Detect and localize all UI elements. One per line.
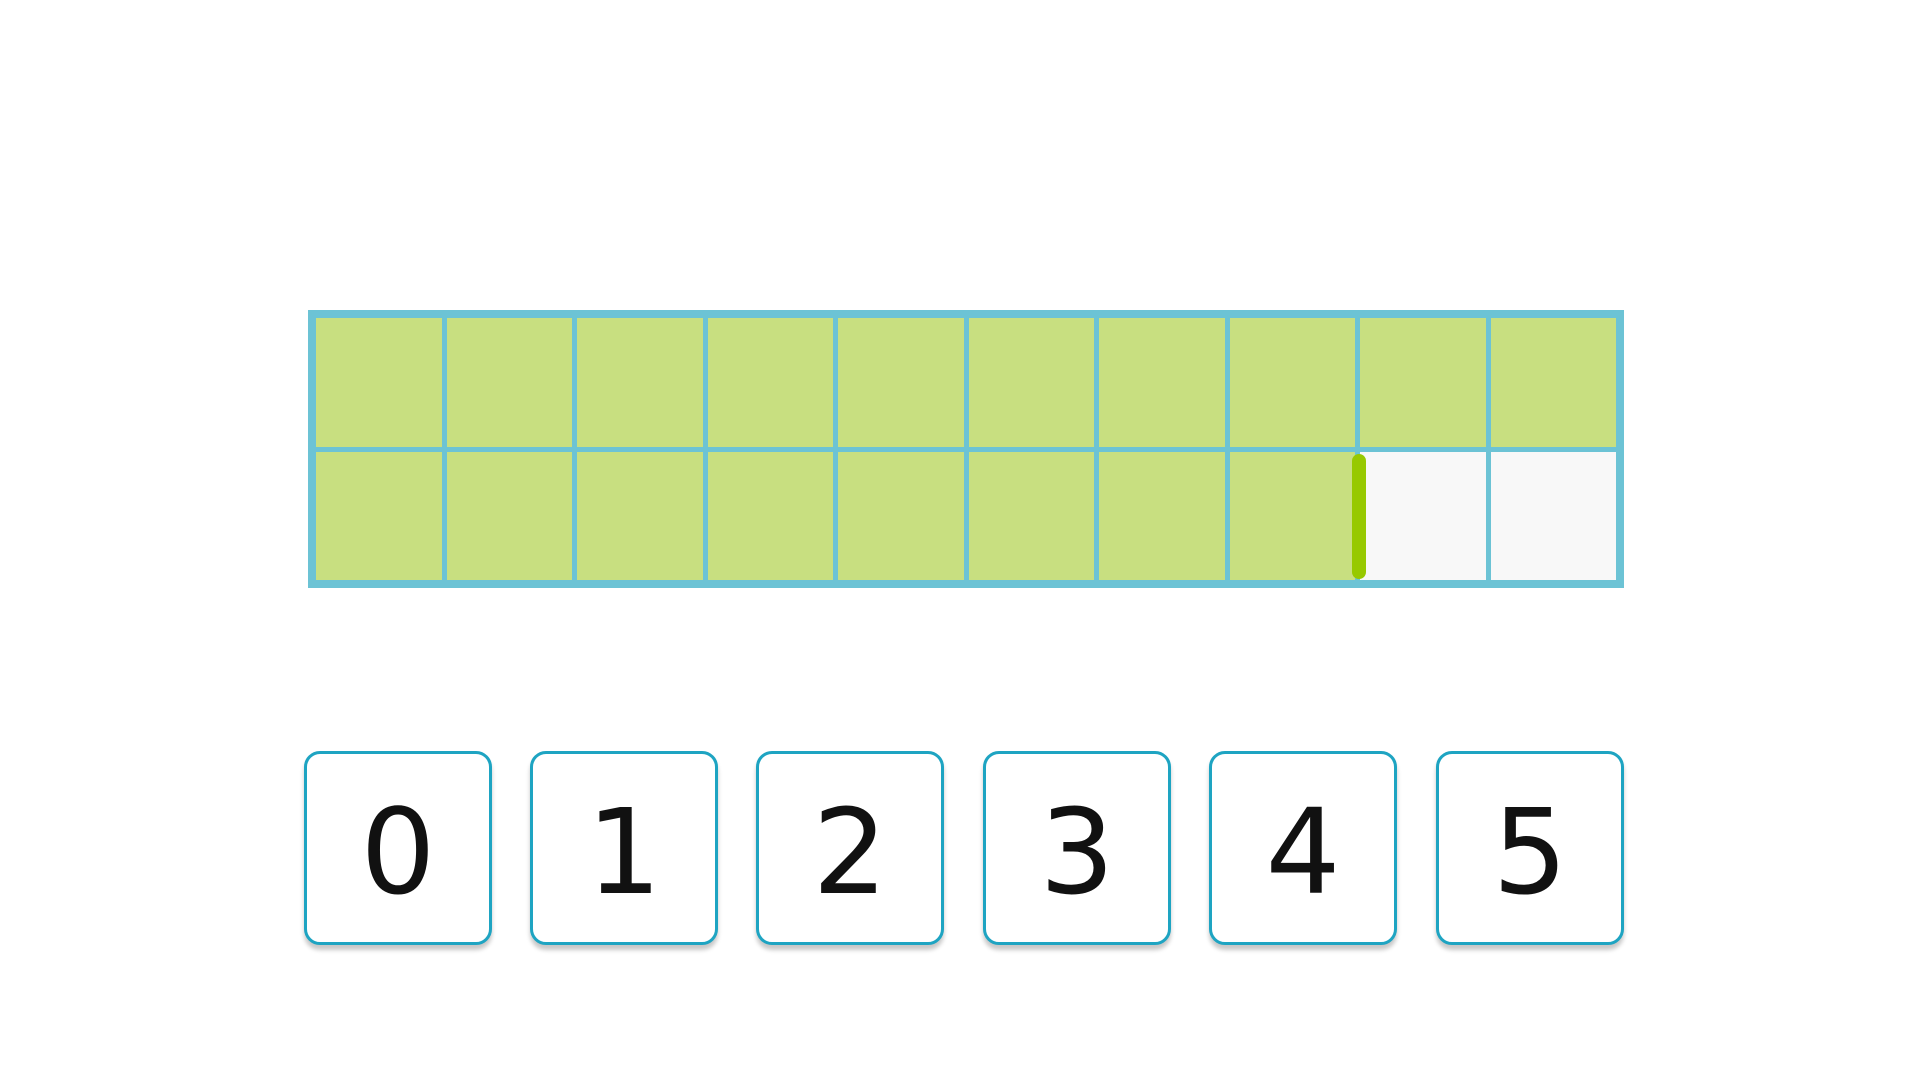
frame-cell-filled	[1360, 318, 1486, 447]
answer-tile-label: 2	[812, 783, 888, 921]
frame-cell-filled	[968, 451, 1094, 580]
answer-tile-5[interactable]: 5	[1436, 751, 1624, 945]
frame-cell-filled	[1099, 451, 1225, 580]
frame-cell-filled	[968, 318, 1094, 447]
frame-cell-filled	[316, 318, 442, 447]
frame-cell-filled	[838, 318, 964, 447]
frame-cell-empty	[1360, 451, 1486, 580]
answer-tile-3[interactable]: 3	[983, 751, 1171, 945]
frame-cell-filled	[1229, 451, 1355, 580]
twenty-frame	[308, 310, 1624, 588]
answer-tile-label: 3	[1039, 783, 1115, 921]
frame-cell-filled	[838, 451, 964, 580]
frame-cell-filled	[577, 451, 703, 580]
frame-cell-filled	[1099, 318, 1225, 447]
answer-tile-1[interactable]: 1	[530, 751, 718, 945]
answer-tile-label: 0	[360, 783, 436, 921]
answer-tile-label: 1	[586, 783, 662, 921]
frame-count-marker	[1352, 454, 1366, 579]
frame-cell-filled	[707, 451, 833, 580]
answer-tile-0[interactable]: 0	[304, 751, 492, 945]
answer-tile-2[interactable]: 2	[756, 751, 944, 945]
frame-cell-filled	[577, 318, 703, 447]
frame-cell-filled	[707, 318, 833, 447]
frame-cell-filled	[1490, 318, 1616, 447]
frame-cell-filled	[446, 451, 572, 580]
answer-tiles: 0 1 2 3 4 5	[304, 751, 1629, 949]
frame-cell-filled	[316, 451, 442, 580]
answer-tile-4[interactable]: 4	[1209, 751, 1397, 945]
frame-cell-empty	[1490, 451, 1616, 580]
frame-cell-filled	[446, 318, 572, 447]
answer-tile-label: 5	[1492, 783, 1568, 921]
answer-tile-label: 4	[1265, 783, 1341, 921]
frame-cell-filled	[1229, 318, 1355, 447]
